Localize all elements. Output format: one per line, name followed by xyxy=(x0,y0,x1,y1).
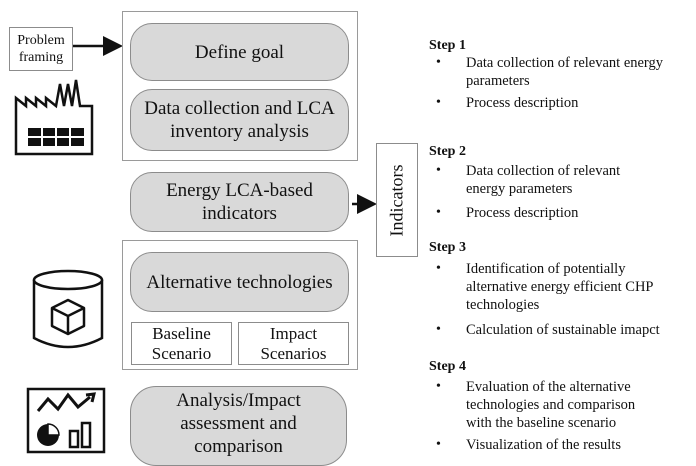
step-2-title: Step 2 xyxy=(429,144,466,159)
indicators-label: Indicators xyxy=(386,164,407,236)
analysis-box: Analysis/Impact assessment and compariso… xyxy=(130,386,347,466)
step-3-item-2: Calculation of sustainable imapct xyxy=(466,322,660,338)
step-3-bullet-2-dot: • xyxy=(436,322,441,337)
step-4-bullet-1-dot: • xyxy=(436,379,441,394)
problem-framing-box: Problem framing xyxy=(9,27,73,71)
step-4-title: Step 4 xyxy=(429,359,466,374)
define-goal-box: Define goal xyxy=(130,23,349,81)
factory-icon xyxy=(14,79,94,156)
energy-indicators-box: Energy LCA-based indicators xyxy=(130,172,349,232)
step-4-item-2: Visualization of the results xyxy=(466,437,621,453)
impact-scenarios-box: Impact Scenarios xyxy=(238,322,349,365)
step-1-item-1: Data collection of relevant energy param… xyxy=(466,55,664,89)
step-4-bullet-2-dot: • xyxy=(436,437,441,452)
step-1-title: Step 1 xyxy=(429,38,466,53)
step-3-item-1: Identification of potentially alternativ… xyxy=(466,261,654,313)
step-4-item-1: Evaluation of the alternative technologi… xyxy=(466,379,636,431)
step-2-item-1: Data collection of relevant energy param… xyxy=(466,163,621,197)
step-2-item-2: Process description xyxy=(466,205,579,221)
step-3-bullet-1-dot: • xyxy=(436,261,441,276)
alternative-technologies-box: Alternative technologies xyxy=(130,252,349,312)
step-2-bullet-1-dot: • xyxy=(436,163,441,178)
step-1-bullet-2-dot: • xyxy=(436,95,441,110)
step-3-title: Step 3 xyxy=(429,240,466,255)
step-2-bullet-2-dot: • xyxy=(436,205,441,220)
step-1-bullet-1-dot: • xyxy=(436,55,441,70)
baseline-scenario-box: Baseline Scenario xyxy=(131,322,232,365)
database-cube-icon xyxy=(32,269,104,349)
indicators-box: Indicators xyxy=(376,143,418,257)
step-1-item-2: Process description xyxy=(466,95,579,111)
connector-arrows xyxy=(73,36,377,214)
data-collection-box: Data collection and LCA inventory analys… xyxy=(130,89,349,151)
analytics-chart-icon xyxy=(26,387,106,454)
